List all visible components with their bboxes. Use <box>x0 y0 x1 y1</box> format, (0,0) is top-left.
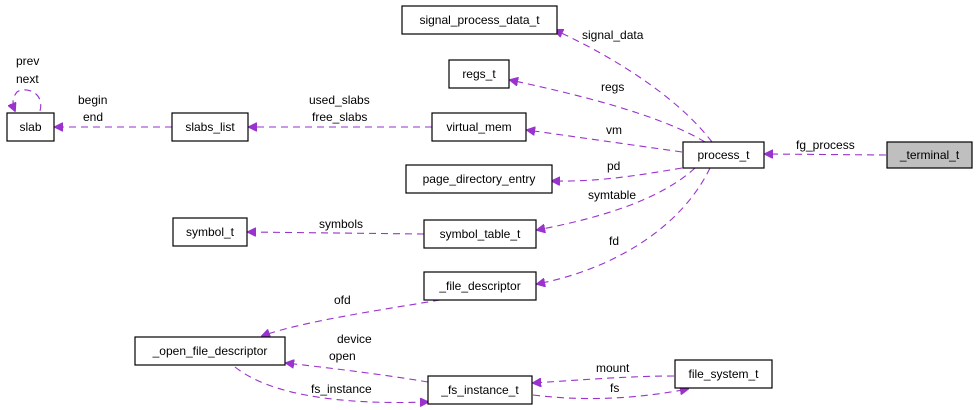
edge-symbols <box>248 232 425 234</box>
node-fs-instance-t[interactable]: _fs_instance_t <box>427 375 533 405</box>
edge-fd <box>537 167 711 284</box>
svg-text:_file_descriptor: _file_descriptor <box>438 279 520 293</box>
edge-symtable <box>537 167 696 230</box>
svg-text:_terminal_t: _terminal_t <box>899 148 960 162</box>
label-used-slabs: used_slabs <box>309 93 370 107</box>
node-terminal-t[interactable]: _terminal_t <box>886 141 973 169</box>
node-regs-t[interactable]: regs_t <box>448 59 510 89</box>
label-pd: pd <box>607 159 620 173</box>
node-symbol-table-t[interactable]: symbol_table_t <box>423 219 537 249</box>
label-ofd: ofd <box>334 293 351 307</box>
label-signal-data: signal_data <box>582 28 644 42</box>
svg-text:slabs_list: slabs_list <box>185 120 235 134</box>
node-page-directory-entry[interactable]: page_directory_entry <box>405 164 553 194</box>
label-end: end <box>83 110 103 124</box>
edge-ofd <box>262 299 441 336</box>
edge-prev-next <box>13 89 42 111</box>
svg-text:page_directory_entry: page_directory_entry <box>423 172 536 186</box>
label-regs: regs <box>601 80 624 94</box>
edge-pd <box>552 167 683 181</box>
label-prev: prev <box>16 54 39 68</box>
label-symbols: symbols <box>319 217 363 231</box>
svg-text:virtual_mem: virtual_mem <box>446 120 511 134</box>
edge-fg-process <box>765 154 887 155</box>
edge-device-open <box>286 363 429 383</box>
svg-text:symbol_table_t: symbol_table_t <box>440 227 521 241</box>
svg-text:regs_t: regs_t <box>462 67 496 81</box>
label-mount: mount <box>596 361 630 375</box>
node-file-descriptor[interactable]: _file_descriptor <box>423 271 537 301</box>
edges <box>13 30 887 403</box>
label-fg-process: fg_process <box>796 138 855 152</box>
svg-text:slab: slab <box>19 120 41 134</box>
node-file-system-t[interactable]: file_system_t <box>674 359 773 389</box>
edge-signal-data <box>555 30 713 143</box>
label-fs: fs <box>610 381 619 395</box>
node-slabs-list[interactable]: slabs_list <box>171 112 249 142</box>
svg-text:process_t: process_t <box>697 148 750 162</box>
svg-text:file_system_t: file_system_t <box>688 367 759 381</box>
label-fd: fd <box>609 234 619 248</box>
edge-fs-instance <box>234 366 428 403</box>
node-symbol-t[interactable]: symbol_t <box>172 217 248 247</box>
edge-vm <box>527 130 683 153</box>
label-begin: begin <box>78 93 107 107</box>
label-fs-instance: fs_instance <box>311 382 372 396</box>
edge-mount <box>533 375 675 383</box>
label-device: device <box>337 332 372 346</box>
node-open-file-descriptor[interactable]: _open_file_descriptor <box>134 336 286 366</box>
svg-text:signal_process_data_t: signal_process_data_t <box>419 13 540 27</box>
node-signal-process-data-t[interactable]: signal_process_data_t <box>401 5 558 35</box>
nodes: _terminal_t process_t signal_process_dat… <box>6 5 973 405</box>
edge-fs <box>532 389 688 400</box>
node-slab[interactable]: slab <box>6 112 55 142</box>
node-virtual-mem[interactable]: virtual_mem <box>431 112 527 142</box>
edge-labels: fg_process signal_data regs vm pd symtab… <box>16 28 855 396</box>
label-free-slabs: free_slabs <box>312 110 367 124</box>
label-vm: vm <box>606 123 622 137</box>
label-symtable: symtable <box>588 188 636 202</box>
label-open: open <box>329 349 356 363</box>
svg-text:symbol_t: symbol_t <box>186 225 235 239</box>
node-process-t[interactable]: process_t <box>682 141 765 169</box>
svg-text:_open_file_descriptor: _open_file_descriptor <box>152 344 268 358</box>
label-next: next <box>16 72 39 86</box>
svg-text:_fs_instance_t: _fs_instance_t <box>440 383 519 397</box>
